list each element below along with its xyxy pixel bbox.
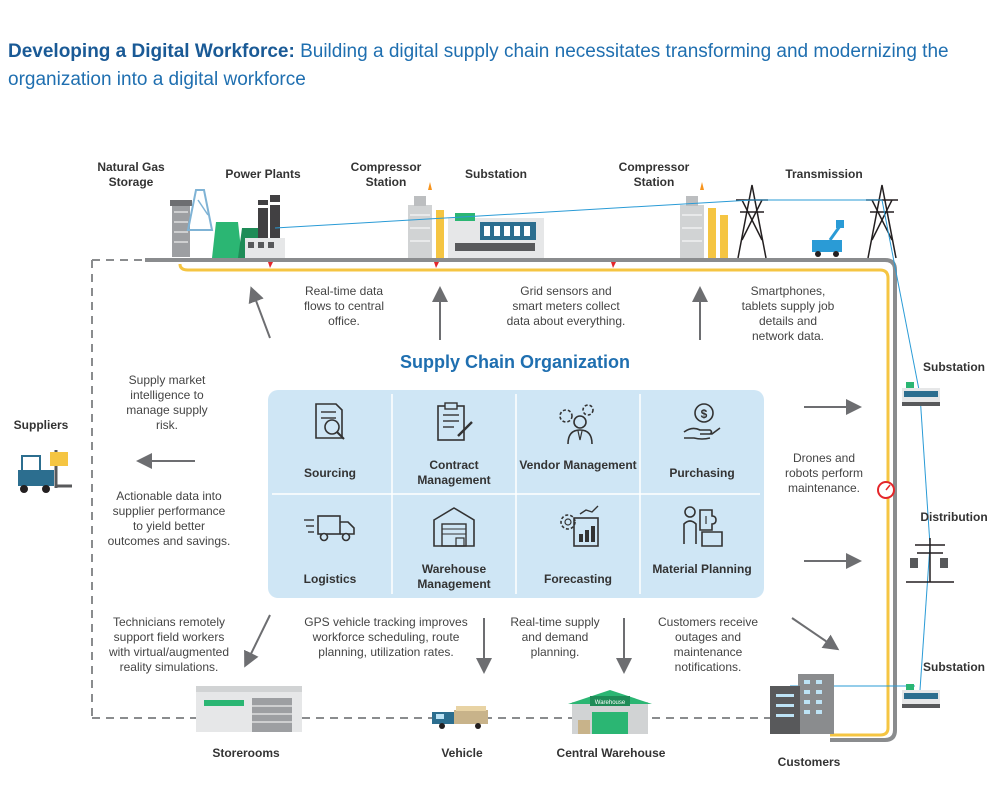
distribution-icon: [906, 538, 954, 583]
pipeline: [145, 258, 897, 742]
compressor-station-1-icon: [408, 182, 444, 258]
label-customers: Customers: [777, 755, 841, 769]
function-forecasting: Forecasting: [516, 494, 640, 598]
flow-arrows: [136, 286, 862, 674]
central-warehouse-icon: [568, 690, 652, 734]
note-realtime-supply: Real-time supply and demand planning.: [510, 615, 600, 659]
arrow-realtime-data: [248, 286, 271, 339]
organization-title: Supply Chain Organization: [399, 352, 630, 372]
label-compressor-station-2: Compressor Station: [618, 160, 690, 189]
function-logistics: Logistics: [268, 494, 392, 598]
function-label: Contract Management: [417, 458, 491, 487]
transmission-tower-1-icon: [736, 184, 768, 259]
function-label: Purchasing: [669, 466, 735, 480]
function-material-planning: Material Planning: [640, 494, 764, 598]
function-label: Sourcing: [303, 466, 356, 480]
storerooms-icon: [196, 686, 302, 732]
warehouse-sign: Warehouse: [595, 700, 626, 706]
power-wires: [274, 199, 931, 691]
function-sourcing: Sourcing: [268, 390, 392, 494]
natural-gas-storage-icon: [170, 189, 214, 257]
label-substation-right-1: Substation: [923, 360, 985, 374]
forklift-icon: [18, 450, 72, 493]
function-label: Vendor Management: [519, 458, 637, 472]
substation-top-icon: [448, 213, 544, 258]
bucket-truck-icon: [812, 220, 844, 257]
note-smartphones: Smartphones, tablets supply job details …: [741, 284, 835, 343]
arrow-to-storerooms: [244, 614, 271, 668]
function-warehouse-management: Warehouse Management: [392, 494, 516, 598]
note-actionable-data: Actionable data into supplier performanc…: [107, 489, 231, 548]
organization-panel: Sourcing Contract Management Vendor Mana…: [268, 390, 764, 598]
note-technicians: Technicians remotely support field worke…: [108, 615, 230, 674]
function-purchasing: $ Purchasing: [640, 390, 764, 494]
customers-buildings-icon: [770, 674, 834, 734]
note-gps-tracking: GPS vehicle tracking improves workforce …: [304, 615, 468, 659]
note-supply-market: Supply market intelligence to manage sup…: [126, 373, 208, 432]
note-realtime-data: Real-time data flows to central office.: [303, 284, 385, 328]
substation-right-1-icon: [902, 382, 940, 406]
note-customers-receive: Customers receive outages and maintenanc…: [657, 615, 759, 674]
sensor-markers: [268, 262, 616, 268]
note-drones: Drones and robots perform maintenance.: [784, 451, 864, 495]
function-label: Warehouse Management: [417, 562, 491, 591]
compressor-station-2-icon: [680, 182, 728, 258]
function-label: Logistics: [303, 572, 357, 586]
contract-icon: [437, 402, 473, 441]
label-power-plants: Power Plants: [225, 167, 301, 181]
svg-text:$: $: [701, 407, 708, 421]
label-substation-top: Substation: [465, 167, 527, 181]
warehouse-icon: [433, 507, 475, 547]
label-storerooms: Storerooms: [212, 746, 280, 760]
panel-dividers: [272, 394, 760, 594]
label-substation-right-2: Substation: [923, 660, 985, 674]
power-plants-icon: [212, 195, 285, 258]
sourcing-icon: [315, 403, 345, 440]
title-bold: Developing a Digital Workforce:: [8, 41, 295, 62]
function-label: Forecasting: [543, 572, 612, 586]
label-transmission: Transmission: [785, 167, 863, 181]
arrow-to-customers: [791, 617, 840, 651]
label-compressor-station-1: Compressor Station: [350, 160, 422, 189]
title-rest: Building a digital supply chain necessit…: [8, 41, 949, 90]
material-planning-icon: [683, 506, 723, 547]
forecasting-icon: [560, 505, 599, 547]
purchasing-icon: $: [683, 403, 721, 440]
substation-right-2-icon: [902, 684, 940, 708]
vehicle-icon: [432, 706, 488, 729]
note-grid-sensors: Grid sensors and smart meters collect da…: [506, 284, 626, 328]
label-suppliers: Suppliers: [13, 418, 69, 432]
function-label: Material Planning: [652, 562, 752, 576]
label-central-warehouse: Central Warehouse: [556, 746, 666, 760]
page-title: Developing a Digital Workforce: Building…: [8, 38, 968, 94]
label-vehicle: Vehicle: [441, 746, 483, 760]
label-distribution: Distribution: [920, 510, 988, 524]
drone-gauge-icon: [877, 481, 895, 499]
vendor-icon: [559, 404, 594, 445]
transmission-tower-2-icon: [866, 184, 898, 259]
label-natural-gas-storage: Natural Gas Storage: [97, 160, 165, 189]
logistics-icon: [304, 515, 355, 542]
function-contract-management: Contract Management: [392, 390, 516, 494]
function-vendor-management: Vendor Management: [516, 390, 640, 494]
